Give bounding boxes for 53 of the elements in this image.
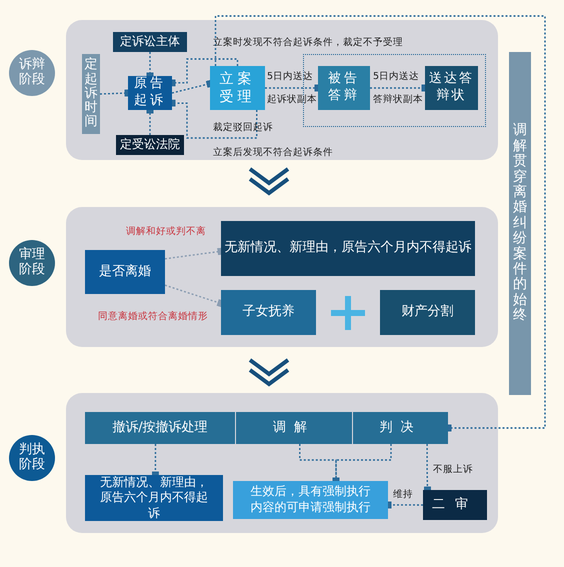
- edge-label: 不服上诉: [433, 463, 473, 476]
- box-label: 定受讼法院: [120, 137, 180, 153]
- stage-circle: [9, 435, 55, 481]
- edge-label: 同意离婚或符合离婚情形: [98, 310, 208, 323]
- box-label: 送达答辩状: [428, 71, 474, 105]
- edge-label: 调解和好或判不离: [126, 225, 206, 238]
- annotation-text: 立案后发现不符合起诉条件: [213, 146, 333, 159]
- label-bar: [82, 54, 100, 134]
- process-box: [423, 490, 487, 520]
- edge-label: 立案时发现不符合起诉条件，裁定不予受理: [213, 36, 403, 49]
- stage-circle: [9, 50, 55, 96]
- process-box: [85, 250, 165, 294]
- connector: [214, 15, 546, 432]
- process-box: [210, 66, 265, 110]
- process-box: [353, 412, 448, 444]
- box-label: 审理阶段: [19, 248, 45, 278]
- box-label: 判执阶段: [19, 443, 45, 473]
- box-label: 无新情况、新理由，原告六个月内不得起诉: [99, 474, 209, 522]
- stage-circle: [9, 240, 55, 286]
- box-label: 被告答辩: [327, 71, 361, 105]
- box-label: 判决: [380, 420, 422, 436]
- edge-label: 维持: [393, 488, 413, 501]
- process-box: [236, 412, 352, 444]
- box-label: 撤诉/按撤诉处理: [112, 420, 208, 436]
- note-bar: [509, 52, 531, 395]
- annotation-text: 答辩状副本: [373, 93, 423, 106]
- process-box: [85, 475, 223, 521]
- box-label: 立案受理: [220, 70, 256, 106]
- box-label: 财产分割: [402, 304, 454, 321]
- box-label: 生效后，具有强制执行内容的可申请强制执行: [250, 484, 372, 516]
- box-label: 子女抚养: [242, 304, 294, 321]
- process-box: [113, 32, 187, 52]
- process-box: [233, 481, 388, 519]
- box-label: 无新情况、新理由，原告六个月内不得起诉: [224, 240, 472, 257]
- process-box: [85, 412, 235, 444]
- process-box: [116, 135, 184, 155]
- box-label: 调解: [273, 420, 315, 436]
- box-label: 是否离婚: [99, 264, 151, 280]
- process-box: [128, 76, 172, 110]
- annotation-text: 起诉状副本: [267, 93, 317, 106]
- process-box: [380, 290, 475, 335]
- box-label: 定诉讼主体: [120, 34, 180, 50]
- process-box: [318, 66, 370, 110]
- box-label: 原告起诉: [133, 76, 167, 110]
- box-label: 二审: [432, 496, 478, 514]
- process-box: [221, 290, 316, 335]
- edge-label: 5日内送达: [267, 70, 314, 83]
- edge-label: 裁定驳回起诉: [213, 121, 273, 134]
- edge-label: 5日内送达: [373, 70, 420, 83]
- box-label: 调解贯穿离婚纠纷案件的始终: [513, 123, 527, 324]
- box-label: 定起诉时间: [84, 58, 98, 130]
- box-label: 诉辩阶段: [19, 58, 45, 88]
- process-box: [221, 221, 475, 276]
